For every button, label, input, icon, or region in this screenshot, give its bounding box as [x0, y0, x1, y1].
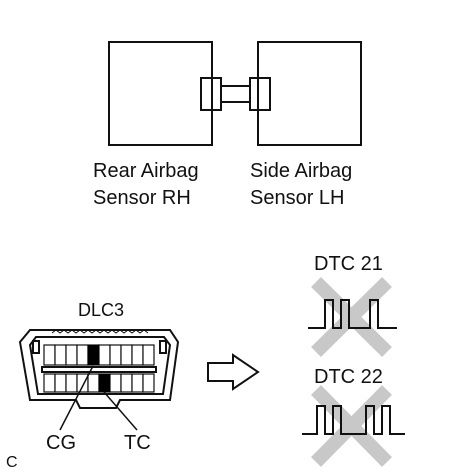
side-sensor-label-line1: Side Airbag — [250, 160, 352, 182]
dlc3-title: DLC3 — [78, 300, 124, 320]
dtc-22-waveform — [302, 405, 405, 435]
rear-airbag-sensor-box — [108, 41, 213, 146]
dlc3-right-latch — [159, 340, 167, 354]
connector-link — [220, 85, 251, 103]
dlc3-inner-outline — [28, 336, 172, 395]
corner-label: C — [6, 454, 18, 471]
cg-leader-line — [59, 365, 94, 431]
dtc-22-cross-icon — [311, 385, 392, 467]
dlc3-tc-pin-highlight — [99, 374, 110, 392]
dlc3-cg-pin-highlight — [88, 345, 99, 365]
dlc3-top-serration — [51, 329, 149, 334]
tc-leader-line — [103, 391, 138, 431]
dlc3-center-divider — [41, 366, 157, 373]
dtc-21-waveform — [308, 299, 397, 329]
tc-pin-label: TC — [124, 432, 151, 454]
side-sensor-connector — [249, 77, 271, 111]
dtc-21-label: DTC 21 — [314, 253, 383, 275]
right-arrow-icon — [207, 353, 260, 391]
dlc3-left-latch — [32, 340, 40, 354]
dtc-22-label: DTC 22 — [314, 366, 383, 388]
side-airbag-sensor-box — [257, 41, 362, 146]
rear-sensor-label-line2: Sensor RH — [93, 187, 191, 209]
dlc3-connector-outline — [18, 329, 180, 409]
dlc3-connector — [18, 329, 180, 409]
cg-pin-label: CG — [46, 432, 76, 454]
sensor-connection-group — [108, 41, 362, 146]
side-sensor-label-line2: Sensor LH — [250, 187, 345, 209]
dtc-21-cross-icon — [311, 277, 392, 357]
rear-sensor-label-line1: Rear Airbag — [93, 160, 199, 182]
